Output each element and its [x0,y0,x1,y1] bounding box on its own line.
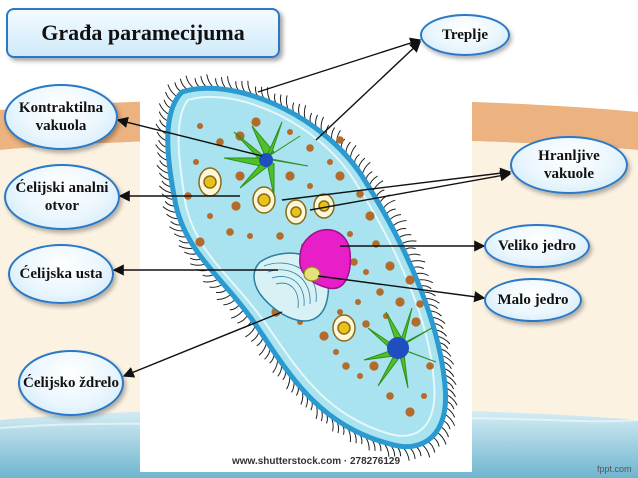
granule [307,183,313,189]
label-celijska-usta: Ćelijska usta [8,244,114,304]
granule [356,190,364,198]
label-treplje: Treplje [420,14,510,56]
granule [385,261,395,271]
granule [184,192,192,200]
slide-title: Građa paramecijuma [6,8,280,58]
granule [319,331,329,341]
granule [363,269,369,275]
granule [337,309,343,315]
label-celijsko-zdrelo: Ćelijsko ždrelo [18,350,124,416]
granule [426,362,434,370]
granule [369,361,379,371]
granule [207,213,213,219]
micronucleus [303,266,321,282]
granule [372,240,380,248]
granule [386,392,394,400]
granule [376,288,384,296]
granule [195,237,205,247]
granule [306,144,314,152]
label-malo-jedro: Malo jedro [484,278,582,322]
granule [405,407,415,417]
granule [231,201,241,211]
contractile-vacuole-bottom [363,307,437,389]
cell-membrane-inner [177,95,436,437]
label-analni-otvor: Ćelijski analni otvor [4,164,120,230]
granule [216,138,224,146]
granule [416,300,424,308]
granule [235,171,245,181]
granule [336,136,344,144]
granule [335,171,345,181]
granule [411,317,421,327]
granule [276,232,284,240]
granule [197,123,203,129]
label-veliko-jedro: Veliko jedro [484,224,590,268]
granule [193,159,199,165]
paramecium-diagram [140,66,472,472]
granule [362,320,370,328]
granule [333,349,339,355]
granule [342,362,350,370]
granule [421,393,427,399]
granule [355,299,361,305]
granule [395,297,405,307]
granule [405,275,415,285]
granule [251,117,261,127]
label-hranljive-vakuole: Hranljive vakuole [510,136,628,194]
granule [226,228,234,236]
granule [350,258,358,266]
granule [287,129,293,135]
granule [357,373,363,379]
granule [285,171,295,181]
label-kontraktilna-vakuola: Kontraktilna vakuola [4,84,118,150]
granule [247,233,253,239]
watermark: www.shutterstock.com · 278276129 [232,456,401,467]
footer-brand: fppt.com [597,464,632,474]
granule [327,159,333,165]
granule [347,231,353,237]
granule [365,211,375,221]
